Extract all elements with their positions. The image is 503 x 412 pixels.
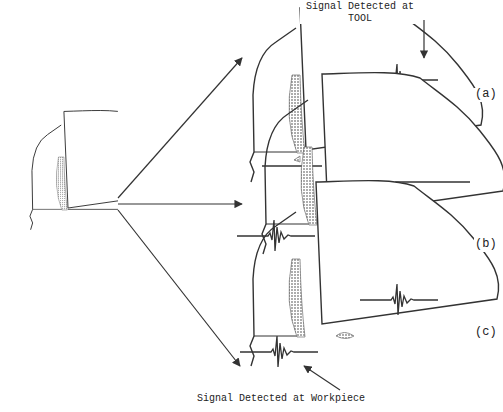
- panel-letter: (c): [474, 326, 498, 340]
- panel-letter: (a): [474, 88, 498, 102]
- panel-letter: (b): [474, 238, 498, 252]
- signal-label: Signal Detected at Workpiece: [196, 393, 366, 405]
- signal-label: Signal Detected at TOOL: [300, 1, 420, 24]
